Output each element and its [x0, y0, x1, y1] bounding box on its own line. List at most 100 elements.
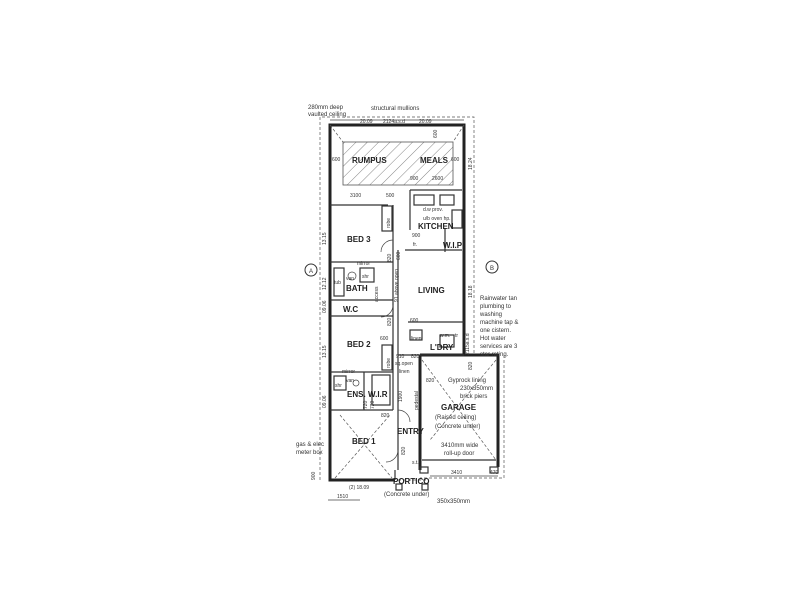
note-wm: w.m. — [440, 333, 450, 339]
room-meals: MEALS — [420, 156, 449, 165]
note-door-2: roll-up door — [444, 451, 474, 457]
note-raised: (Raised ceiling) — [435, 415, 476, 421]
note-dw-prov: d.w prov. — [423, 207, 443, 213]
dim-18: 820 — [387, 317, 393, 326]
note-vaulted-1: 280mm deep — [308, 105, 344, 111]
note-linen-2: linen — [399, 369, 410, 375]
note-tub: tub — [334, 280, 341, 286]
dim-13: 600 — [396, 251, 402, 260]
note-access: access — [374, 286, 380, 302]
note-mullions: structural mullions — [371, 106, 419, 112]
room-bed1: BED 1 — [352, 437, 376, 446]
note-rain-4: machine tap & — [480, 320, 518, 326]
note-van-1: van — [346, 276, 354, 282]
dim-26: 820 — [468, 361, 474, 370]
dim-31: 1900 — [398, 391, 404, 402]
note-rain-8: star rating. — [480, 352, 509, 358]
dim-21: 13.15 — [322, 345, 328, 358]
room-wir: W.I.R — [368, 390, 388, 399]
dim-4: 600 — [433, 129, 439, 138]
note-shr-1: shr — [362, 274, 369, 280]
note-portico-concrete: (Concrete under) — [384, 492, 429, 498]
room-bed2: BED 2 — [347, 340, 371, 349]
note-rain-7: services are 3 — [480, 344, 518, 350]
dim-2: 2124a.s.d — [383, 119, 405, 125]
note-rain-1: Rainwater tan — [480, 296, 517, 302]
dim-22: 600 — [380, 336, 389, 342]
dim-1: 20.09 — [360, 119, 373, 125]
note-gas-1: gas & elec — [296, 442, 324, 448]
dim-20: 600 — [410, 318, 419, 324]
dim-14: 13.15 — [322, 232, 328, 245]
dim-10: 900 — [410, 176, 419, 182]
dim-37: 3410 — [451, 470, 462, 476]
room-bed3: BED 3 — [347, 235, 371, 244]
vaulted-ceiling-area — [342, 141, 454, 186]
dim-27: 820 — [426, 378, 435, 384]
dim-29: 720 — [363, 400, 369, 409]
dim-25: 2115a.s.d — [465, 333, 471, 355]
grid-marker-b: B — [485, 260, 499, 274]
dim-6: 600 — [451, 157, 460, 163]
dim-28: 09.06 — [322, 395, 328, 408]
dim-17: 09.06 — [322, 300, 328, 313]
dim-34: 900 — [311, 471, 317, 480]
dim-35: (2) 18.09 — [349, 485, 369, 491]
note-door-1: 3410mm wide — [441, 443, 479, 449]
internal-walls — [330, 189, 499, 491]
room-portico: PORTICO — [393, 477, 429, 486]
note-piers-1: 230x350mm — [460, 386, 493, 392]
note-mirror-1: mirror — [357, 261, 370, 267]
note-open: 91 above open — [394, 269, 400, 302]
dim-30: 720 — [370, 400, 376, 409]
note-shr-2: shr — [335, 383, 342, 389]
room-living: LIVING — [418, 286, 445, 295]
note-rain-2: plumbing to — [480, 304, 512, 310]
dim-23: 910 — [396, 354, 405, 360]
dim-3: 20.09 — [419, 119, 432, 125]
room-wc: W.C — [343, 305, 358, 314]
dim-15: 820 — [387, 253, 393, 262]
note-robe-2: robe — [386, 358, 392, 368]
note-portico-piers: 350x350mm — [437, 499, 470, 505]
note-concrete: (Concrete under) — [435, 424, 480, 430]
dimension-labels: 20.09 2124a.s.d 20.09 600 600 600 18.24 … — [311, 119, 499, 501]
dim-19: 18.18 — [468, 285, 474, 298]
note-piers-2: brick piers — [460, 394, 487, 400]
room-kitchen: KITCHEN — [418, 222, 454, 231]
note-pedestal: pedestal — [414, 391, 420, 410]
note-rain-6: Hot water — [480, 336, 506, 342]
note-van-2: van — [346, 378, 354, 384]
dim-5: 600 — [332, 157, 341, 163]
note-gas-2: meter box — [296, 450, 323, 456]
grid-marker-a-label: A — [309, 269, 313, 275]
note-fr: fr. — [413, 242, 417, 248]
note-vaulted-2: vaulted ceiling — [308, 112, 346, 118]
dim-11: 2600 — [432, 176, 443, 182]
note-rain-3: washing — [479, 312, 502, 318]
room-bath: BATH — [346, 284, 368, 293]
dim-12: 900 — [412, 233, 421, 239]
dim-24: 820 — [411, 354, 420, 360]
grid-marker-b-label: B — [490, 266, 494, 272]
note-oven: u/b oven hp. — [423, 216, 451, 222]
dim-9: 500 — [386, 193, 395, 199]
room-ens: ENS. — [347, 390, 366, 399]
room-rumpus: RUMPUS — [352, 156, 387, 165]
dim-36: 1510 — [337, 494, 348, 500]
note-sq-open: sq.open — [395, 361, 413, 367]
dim-16: 12.12 — [322, 277, 328, 290]
room-ldry: L'DRY — [430, 343, 454, 352]
dim-7: 18.24 — [468, 157, 474, 170]
dim-8: 3100 — [350, 193, 361, 199]
note-robe-1: robe — [386, 218, 392, 228]
note-st: s.t. — [412, 460, 419, 466]
room-garage: GARAGE — [441, 403, 477, 412]
dim-38: 470 — [490, 470, 499, 476]
dim-33: 820 — [401, 446, 407, 455]
note-rain-5: one cistern. — [480, 328, 511, 334]
note-mirror-2: mirror — [342, 369, 355, 375]
plan-notes: 280mm deep vaulted ceiling structural mu… — [296, 105, 518, 505]
room-entry: ENTRY — [397, 427, 424, 436]
room-labels: RUMPUS MEALS KITCHEN W.I.P BED 3 BATH W.… — [343, 156, 477, 486]
